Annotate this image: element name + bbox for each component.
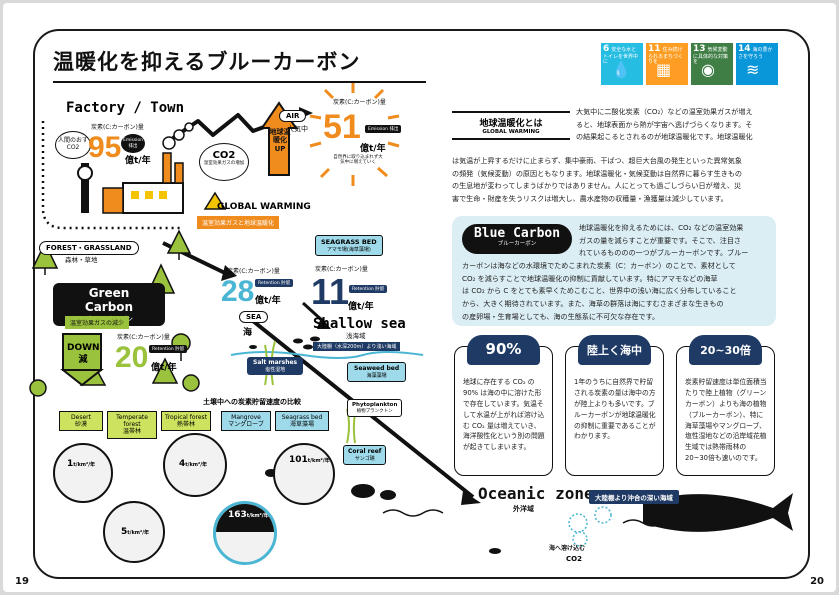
warming-up-label: 地球温暖化 UP: [269, 128, 291, 153]
wave-line: [382, 509, 444, 517]
sea-jp-label: 海: [243, 328, 253, 338]
oceanic-zone-bar: 大陸棚より沖合の深い海域: [589, 490, 679, 504]
co2-right-unit: 億t/年: [360, 144, 386, 154]
green-carbon-ribbon: 温室効果ガスの減少: [65, 316, 130, 329]
gw-intro-text: 大気中に二酸化炭素（CO₂）などの温室効果ガスが増え ると、地球表面から熱が宇宙…: [576, 107, 753, 142]
buildings-icon: ▦: [656, 60, 672, 79]
sun-rays-icon: [309, 83, 400, 186]
bc-body-text: カーボンは海などの水環境でためこまれた炭素（C：カーボン）のことで、素材として …: [462, 261, 737, 321]
comparison-title: 土壌中への炭素貯留速度の比較: [203, 398, 301, 406]
factory-town-label: Factory / Town: [66, 100, 185, 116]
shallow-amount-unit: 億t/年: [348, 302, 374, 312]
factory-icon: [77, 152, 184, 214]
dissolve-note: 海へ溶け込む: [549, 545, 586, 552]
retention-tag-green: Retention 貯留: [149, 345, 188, 353]
gw-body-text: は気温が上昇するだけに止まらず、集中豪雨、干ばつ、超巨大台風の発生といった異常気…: [452, 156, 742, 203]
fish-school-icon: [249, 336, 501, 554]
rate-gauge-temperate: 4t/km²/年: [163, 433, 227, 497]
rate-gauge-seagrass: 101t/km²/年: [273, 443, 335, 505]
oceanic-zone-label: Oceanic zone: [478, 484, 594, 503]
sea-amount-unit: 億t/年: [255, 296, 281, 306]
sea-amount-label: 炭素(C:カーボン)量: [227, 268, 280, 275]
title-underline: [53, 81, 426, 83]
down-arrow-icon: [60, 369, 104, 387]
gc-amount-unit: 億t/年: [151, 363, 177, 373]
forest-jp-label: 森林・草地: [65, 256, 98, 264]
sea-label: SEA: [239, 311, 269, 323]
whale-icon: [643, 493, 793, 532]
fact-card-20-30-times: 20~30倍 炭素貯留速度は単位面積当たりで陸上植物（グリーンカーボン）よりも海…: [676, 335, 775, 476]
co2-right-label: 炭素(C:カーボン)量: [333, 99, 386, 106]
fact-card-90-percent: 90% 地球に存在する CO₂ の 90% は海の中に溶けた形で存在しています。…: [454, 335, 553, 476]
fish-icon: ≋: [746, 60, 760, 79]
page-number-right: 20: [810, 576, 824, 587]
salt-marshes-tag: Salt marshes 塩性湿地: [247, 357, 304, 375]
shallow-amount-label: 炭素(C:カーボン)量: [315, 266, 368, 273]
rate-gauge-desert: 1t/km²/年: [53, 443, 113, 503]
phytoplankton-tag: Phytoplankton 植物プランクトン: [347, 399, 403, 417]
shallow-jp-label: 浅海域: [346, 332, 366, 340]
sea-amount-value: 28: [221, 275, 255, 308]
rate-gauge-mangrove: 163t/km²/年: [213, 501, 277, 565]
co2-person-bubble: 人間のおすCO2: [55, 131, 91, 159]
emission-tag: Emission 排出: [121, 134, 145, 153]
wave-line-2: [622, 519, 664, 527]
global-warming-label: GLOBAL WARMING: [217, 202, 311, 212]
shallow-amount-value: 11: [311, 271, 350, 312]
dotted-path-line: [41, 121, 183, 230]
ocean-arrow-icon: [461, 491, 481, 505]
global-warming-heading: 地球温暖化とは GLOBAL WARMING: [452, 111, 570, 140]
fact-card-land-vs-sea: 陸上く海中 1年のうちに自然界で貯留される炭素の量は海中の方が陸上よりも多いです…: [565, 335, 664, 476]
page-frame: [33, 29, 810, 579]
down-label: DOWN 減: [67, 343, 100, 365]
water-drop-icon: 💧: [611, 60, 631, 79]
forest-grassland-label: FOREST・GRASSLAND: [39, 241, 139, 255]
gc-amount-label: 炭素(C:カーボン)量: [117, 334, 170, 341]
air-jp-label: 大気中: [287, 125, 308, 133]
blue-carbon-badge: Blue Carbon ブルーカーボン: [462, 224, 572, 254]
page-number-left: 19: [15, 576, 29, 587]
shallow-depth-bar: 大陸棚（水深200m）より浅い海域: [313, 342, 401, 351]
seaweed-bed-tag: Seaweed bed 海藻藻場: [347, 362, 407, 382]
co2-right-value: 51: [323, 108, 361, 146]
water-surface-line: [230, 351, 424, 359]
page-title: 温暖化を抑えるブルーカーボン: [53, 50, 361, 74]
net-note: 自然界に取り込まれず大気中に増えていく: [333, 155, 383, 166]
air-label: AIR: [279, 110, 307, 122]
bc-intro-text: 地球温暖化を抑えるためには、CO₂ などの温室効果 ガスの量を減らすことが重要で…: [579, 223, 749, 258]
co2-cloud: CO2 温室効果ガスの増加: [199, 143, 249, 181]
seagrass-bed-tag: SEAGRASS BED アマモ場(海草藻場): [315, 235, 383, 256]
global-warming-ribbon: 温室効果ガスと地球温暖化: [197, 216, 280, 229]
rocks-icon: [265, 469, 396, 500]
retention-tag-sea: Retention 貯留: [255, 279, 294, 287]
smoke-icon: [162, 122, 194, 150]
flow-arrow-icon: [221, 265, 237, 281]
gc-amount-value: 20: [115, 341, 149, 374]
emission-tag-2: Emission 排出: [365, 125, 402, 133]
co2-left-label: 炭素(C:カーボン)量: [91, 124, 144, 131]
dissolve-co2: CO2: [566, 555, 582, 563]
down-arrow-box: [62, 333, 102, 371]
retention-tag-shallow: Retention 貯留: [349, 285, 388, 293]
eye-globe-icon: ◉: [701, 60, 715, 79]
oceanic-jp-label: 外洋域: [513, 505, 534, 513]
co2-left-value: 95: [88, 131, 122, 164]
co2-bubbles-icon: [568, 506, 612, 547]
rate-gauge-tropical: 5t/km²/年: [103, 501, 165, 563]
shallow-sea-label: Shallow sea: [313, 316, 406, 332]
warning-icon: [203, 191, 227, 210]
coral-reef-tag: Coral reef サンゴ礁: [343, 445, 387, 465]
co2-left-unit: 億t/年: [125, 156, 151, 166]
